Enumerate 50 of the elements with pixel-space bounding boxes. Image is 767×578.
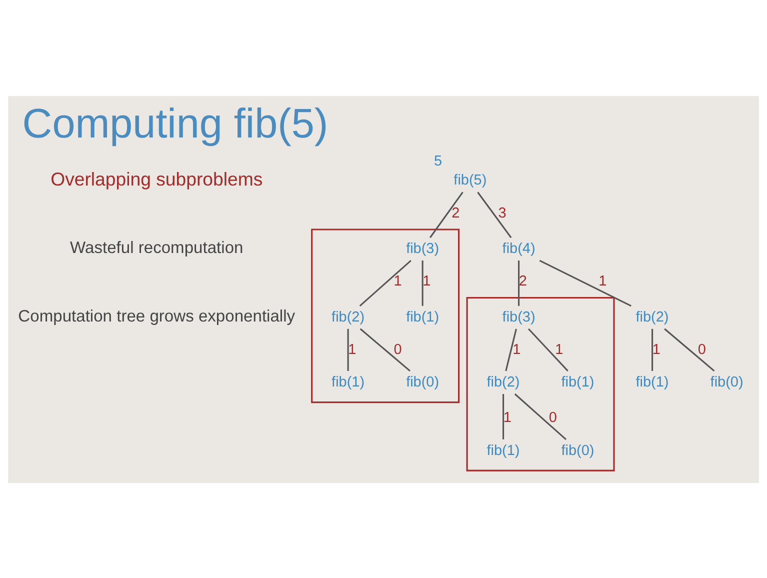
edge-label: 2 <box>518 273 527 290</box>
node-text: fib(1) <box>636 374 669 390</box>
edge-label: 1 <box>598 273 607 290</box>
node-text: fib(3) <box>502 308 536 325</box>
connector <box>360 328 410 372</box>
node-text: fib(1) <box>406 308 440 325</box>
edge-label: 1 <box>512 341 521 358</box>
node-text: fib(3) <box>406 240 440 256</box>
node-text: fib(1) <box>332 374 365 390</box>
connector <box>477 191 512 238</box>
node-text: fib(2) <box>486 374 520 390</box>
connector <box>652 328 654 370</box>
connector <box>518 260 520 306</box>
connector <box>347 328 349 370</box>
node-text: fib(2) <box>636 308 669 325</box>
edge-label: 1 <box>503 410 512 426</box>
node-text: fib(5) <box>454 172 487 188</box>
node-text: fib(0) <box>710 374 744 390</box>
edge-label: 3 <box>498 204 506 221</box>
connector <box>359 259 412 306</box>
connector <box>528 328 568 371</box>
node-text: fib(0) <box>406 374 440 390</box>
node-text: fib(4) <box>502 240 536 256</box>
edge-label: 2 <box>452 204 460 221</box>
connector <box>514 392 566 440</box>
edge-label: 1 <box>555 341 564 358</box>
node-text: fib(0) <box>561 442 594 458</box>
connector <box>429 191 464 238</box>
connector <box>422 260 424 306</box>
diagram-title: Computing fib(5) <box>22 100 328 146</box>
edge-label: 0 <box>548 410 557 426</box>
edge-label: 1 <box>348 341 356 358</box>
edge-label: 1 <box>652 341 660 358</box>
edge-label: 0 <box>394 341 402 358</box>
edge-label: 0 <box>698 341 706 358</box>
label: Computation tree grows exponentially <box>18 306 296 325</box>
connector <box>664 328 715 372</box>
cluster <box>311 228 460 403</box>
connector <box>539 259 632 306</box>
node-label: 5 <box>434 153 442 170</box>
edge-label: 1 <box>422 273 431 290</box>
connector <box>502 394 504 439</box>
node-text: fib(2) <box>332 308 365 325</box>
label: Wasteful recomputation <box>70 238 244 257</box>
node-text: fib(1) <box>486 442 520 458</box>
label: Overlapping subproblems <box>50 168 263 189</box>
edge-label: 1 <box>394 273 402 290</box>
node-text: fib(1) <box>561 374 594 390</box>
connector <box>505 328 517 371</box>
cluster <box>466 296 615 471</box>
